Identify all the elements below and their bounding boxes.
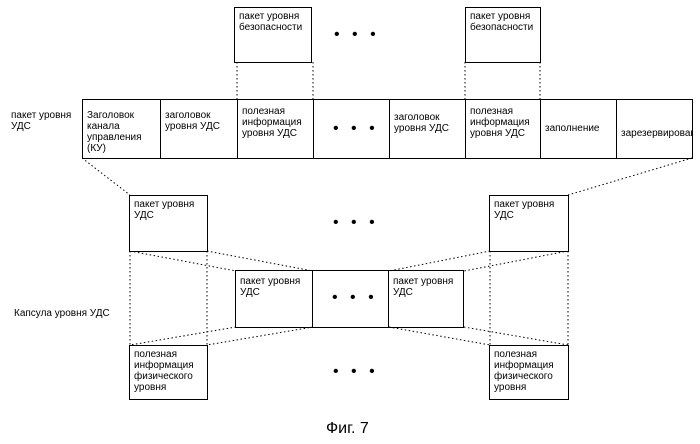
capsule-cell-ellipsis: • • • bbox=[332, 290, 378, 306]
udc-cell-header-2: заголовок уровня УДС bbox=[390, 100, 465, 158]
security-row-ellipsis: • • • bbox=[334, 27, 380, 43]
security-packet-right: пакет уровня безопасности bbox=[465, 7, 541, 63]
capsule-label: Капсула уровня УДС bbox=[14, 308, 110, 319]
physical-row-ellipsis: • • • bbox=[333, 364, 379, 380]
capsule-cell-packet-1: пакет уровня УДС bbox=[236, 271, 312, 327]
capsule-cell-packet-2: пакет уровня УДС bbox=[389, 271, 463, 327]
udc-cell-header-1: заголовок уровня УДС bbox=[161, 100, 237, 158]
udc-cell-control-header: Заголовок канала управления (КУ) bbox=[83, 100, 160, 158]
udc-cell-padding: заполнение bbox=[541, 100, 616, 158]
udc-row-ellipsis: • • • bbox=[333, 215, 379, 231]
udc-packet-label: пакет уровня УДС bbox=[11, 110, 71, 132]
physical-payload-left: полезная информация физического уровня bbox=[129, 345, 208, 400]
udc-packet-box-right: пакет уровня УДС bbox=[489, 195, 569, 252]
udc-cell-payload-2: полезная информация уровня УДС bbox=[466, 100, 540, 158]
security-packet-left: пакет уровня безопасности bbox=[234, 7, 312, 63]
figure-caption: Фиг. 7 bbox=[326, 420, 369, 438]
udc-cell-ellipsis: • • • bbox=[333, 121, 379, 137]
physical-payload-right: полезная информация физического уровня bbox=[489, 345, 569, 400]
udc-packet-box-left: пакет уровня УДС bbox=[129, 195, 208, 252]
udc-cell-payload-1: полезная информация уровня УДС bbox=[238, 100, 313, 158]
udc-cell-reserved: зарезервировано bbox=[617, 100, 692, 158]
